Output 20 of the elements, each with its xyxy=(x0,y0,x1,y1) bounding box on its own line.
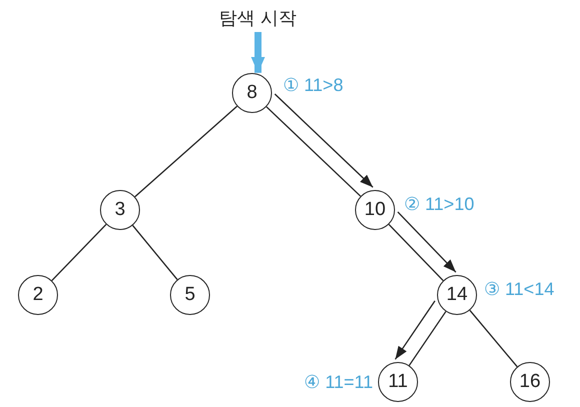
step-label: ④ 11=11 xyxy=(304,371,373,393)
step-label: ① 11>8 xyxy=(283,74,344,96)
tree-branch-line xyxy=(132,225,178,280)
step-label: ② 11>10 xyxy=(404,193,474,215)
tree-node-circle: 16 xyxy=(510,362,550,402)
tree-branch-line xyxy=(51,224,107,282)
tree-node-circle: 5 xyxy=(170,275,210,315)
tree-branch-line xyxy=(266,106,361,197)
start-label: 탐색 시작 xyxy=(219,6,297,30)
tree-branch-line xyxy=(469,310,518,368)
search-arrow xyxy=(394,300,436,360)
start-arrow xyxy=(251,32,265,73)
tree-node-circle: 3 xyxy=(100,190,140,230)
tree-branch-line xyxy=(388,224,444,282)
search-arrow xyxy=(274,94,374,188)
search-arrow xyxy=(397,212,456,273)
tree-branch-line xyxy=(134,106,238,198)
tree-branch-line xyxy=(408,311,446,366)
step-label: ③ 11<14 xyxy=(484,278,554,300)
tree-node-circle: 2 xyxy=(18,275,58,315)
